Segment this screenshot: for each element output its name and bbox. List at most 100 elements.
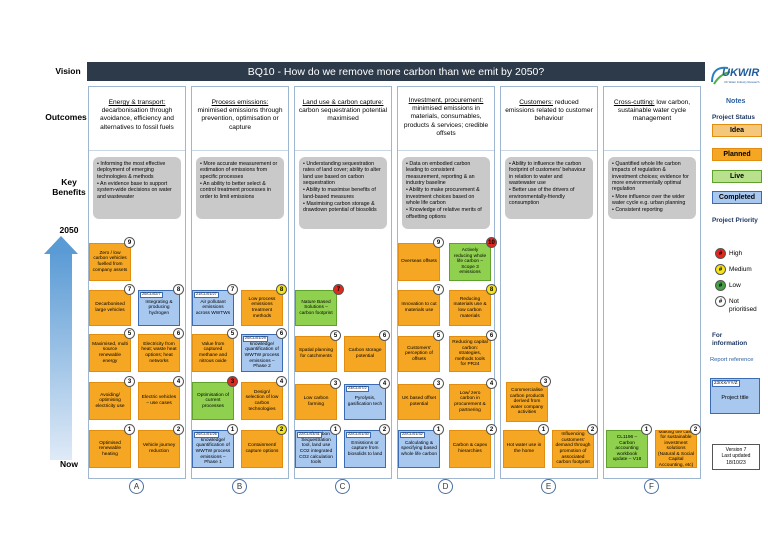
- card-title: Electric vehicles – use cases: [141, 395, 177, 406]
- project-card[interactable]: 20/CL/01/26Better knowledge/ quantificat…: [192, 430, 234, 468]
- project-card[interactable]: Decarbonised large vehicles: [89, 290, 131, 326]
- priority-medium-icon: 8: [486, 284, 497, 295]
- priority-not-prioritised-icon: 7: [433, 284, 444, 295]
- outcome-b: Process emissions:minimised emissions th…: [192, 87, 288, 151]
- card-title: Spatial planning for catchments: [298, 348, 334, 359]
- outcome-f-title: Cross-cutting:: [613, 99, 655, 106]
- card-title: Vehicle journey reduction: [142, 443, 176, 454]
- project-card[interactable]: Overseas offsets: [398, 243, 440, 281]
- project-card[interactable]: Hot water use in the home: [503, 430, 545, 468]
- project-card[interactable]: Carbon storage potential: [344, 336, 386, 372]
- project-card[interactable]: Electric vehicles – use cases: [138, 382, 180, 420]
- project-card[interactable]: Carbon & capex hierarchies: [449, 430, 491, 468]
- card-title: CL1196 – Carbon accounting workbook upda…: [612, 435, 642, 463]
- column-letter-b: B: [232, 479, 247, 494]
- benefit: • Consistent reporting: [612, 207, 663, 214]
- project-card[interactable]: Reducing capital carbon: strategies, met…: [449, 336, 491, 372]
- project-card[interactable]: Containment/ capture options: [241, 430, 283, 468]
- project-card[interactable]: Making the case for sustainable investme…: [655, 430, 697, 468]
- card-title: Nature Based Solutions – carbon footprin…: [299, 299, 333, 316]
- project-card[interactable]: Avoiding/ optimising electricity use: [89, 382, 131, 420]
- project-card[interactable]: Spatial planning for catchments: [295, 336, 337, 372]
- legend-project-status: Project Status: [712, 114, 755, 121]
- card-title: Commercialise carbon products derived fr…: [509, 388, 545, 416]
- project-card[interactable]: Reducing materials use & low carbon mate…: [449, 290, 491, 326]
- priority-not-prioritised-icon: 5: [433, 330, 444, 341]
- project-card[interactable]: Nature Based Solutions – carbon footprin…: [295, 290, 337, 326]
- project-card[interactable]: Value from captured methane and nitrous …: [192, 334, 234, 372]
- project-card[interactable]: Electricity from heat; waste heat option…: [138, 334, 180, 372]
- benefit: • Knowledge of relative merits of offset…: [406, 207, 482, 220]
- project-card[interactable]: CL1196 – Carbon accounting workbook upda…: [606, 430, 648, 468]
- priority-not-prioritised-icon: 7: [227, 284, 238, 295]
- row-label-now: Now: [60, 459, 78, 469]
- project-card[interactable]: Design/ selection of low carbon technolo…: [241, 382, 283, 420]
- legend-live: Live: [712, 170, 762, 183]
- project-card[interactable]: Maximised, multi source renewable energy: [89, 334, 131, 372]
- card-title: Containment/ capture options: [245, 443, 279, 454]
- outcome-b-title: Process emissions:: [211, 99, 269, 106]
- legend-report-reference: Report reference: [710, 357, 754, 363]
- project-card[interactable]: Low/ zero carbon in procurement & partne…: [449, 384, 491, 420]
- project-card[interactable]: Optimisation of current processes: [192, 382, 234, 420]
- card-title: Hot water use in the home: [506, 443, 542, 454]
- timeline-arrow: [50, 252, 72, 460]
- report-reference: 23/XX/YY/Z: [712, 380, 740, 387]
- legend-notes: Notes: [726, 98, 746, 105]
- project-card[interactable]: Optimised renewable heating: [89, 430, 131, 468]
- card-title: Design/ selection of low carbon technolo…: [245, 389, 279, 412]
- project-card[interactable]: Commercialise carbon products derived fr…: [506, 382, 548, 422]
- project-card[interactable]: 22/CL/03/31Land Carbon Sequestration too…: [295, 430, 337, 468]
- priority-not-prioritised-icon: 6: [486, 330, 497, 341]
- project-card[interactable]: 20/CL/01/29Better knowledge/ quantificat…: [241, 334, 283, 372]
- legend-project-title: Project title: [721, 395, 749, 401]
- project-card[interactable]: Innovation to cut materials use: [398, 290, 440, 326]
- report-reference: 20/CL/02/7: [140, 292, 163, 298]
- column-letter-d: D: [438, 479, 453, 494]
- card-title: Value from captured methane and nitrous …: [198, 341, 227, 364]
- benefit: • An evidence base to support system-wid…: [97, 181, 172, 200]
- card-title: Low carbon farming: [303, 396, 329, 407]
- column-c: Land use & carbon capture:carbon sequest…: [294, 86, 392, 479]
- row-label-vision: Vision: [55, 66, 81, 76]
- project-card[interactable]: Vehicle journey reduction: [138, 430, 180, 468]
- priority-not-prioritised-icon: 4: [173, 376, 184, 387]
- card-title: Carbon & capex hierarchies: [452, 443, 488, 454]
- benefit: • Data on embodied carbon leading to con…: [406, 161, 475, 187]
- report-reference: 22/CL/01/32: [400, 432, 425, 438]
- project-card[interactable]: Actively reducing whole life carbon – Sc…: [449, 243, 491, 281]
- legend-live-label: Live: [729, 173, 744, 180]
- legend-low: Low: [729, 282, 741, 289]
- version-box: Version 7 Last updated 18/10/23: [712, 444, 760, 470]
- legend-idea: Idea: [712, 124, 762, 137]
- outcome-a-text: decarbonisation through avoidance, effic…: [100, 107, 174, 131]
- project-card[interactable]: Customers' perception of offsets: [398, 336, 440, 372]
- project-card[interactable]: Zero / low carbon vehicles fuelled from …: [89, 243, 131, 281]
- benefit: • More influence over the wider water cy…: [612, 193, 686, 207]
- column-letter-e: E: [541, 479, 556, 494]
- last-updated-label: Last updated: [721, 453, 751, 460]
- project-card[interactable]: Influencing customers' demand through pr…: [552, 430, 594, 468]
- project-card[interactable]: Low process emissions treatment methods: [241, 290, 283, 326]
- project-card[interactable]: UK based offset potential: [398, 384, 440, 420]
- priority-not-prioritised-icon: 3: [124, 376, 135, 387]
- legend-for-information: For information: [712, 332, 748, 348]
- benefit: • Understanding sequestration rates of l…: [303, 161, 381, 187]
- column-f: Cross-cutting: low carbon, sustainable w…: [603, 86, 701, 479]
- card-title: Pyrolysis, gasification tech: [347, 396, 383, 407]
- priority-not-prioritised-icon: 5: [124, 328, 135, 339]
- ukwir-logo: UKWIR UK Water Industry Research: [708, 64, 764, 86]
- priority-high-icon: 10: [486, 237, 497, 248]
- card-title: Integrating & producing hydrogen: [145, 299, 173, 316]
- priority-high-icon: 7: [333, 284, 344, 295]
- column-letter-a: A: [129, 479, 144, 494]
- legend-medium: Medium: [729, 266, 752, 273]
- benefit: • More accurate measurement or estimatio…: [200, 161, 278, 180]
- legend-not-prioritised: Not prioritised: [729, 298, 757, 314]
- project-card[interactable]: Low carbon farming: [295, 384, 337, 420]
